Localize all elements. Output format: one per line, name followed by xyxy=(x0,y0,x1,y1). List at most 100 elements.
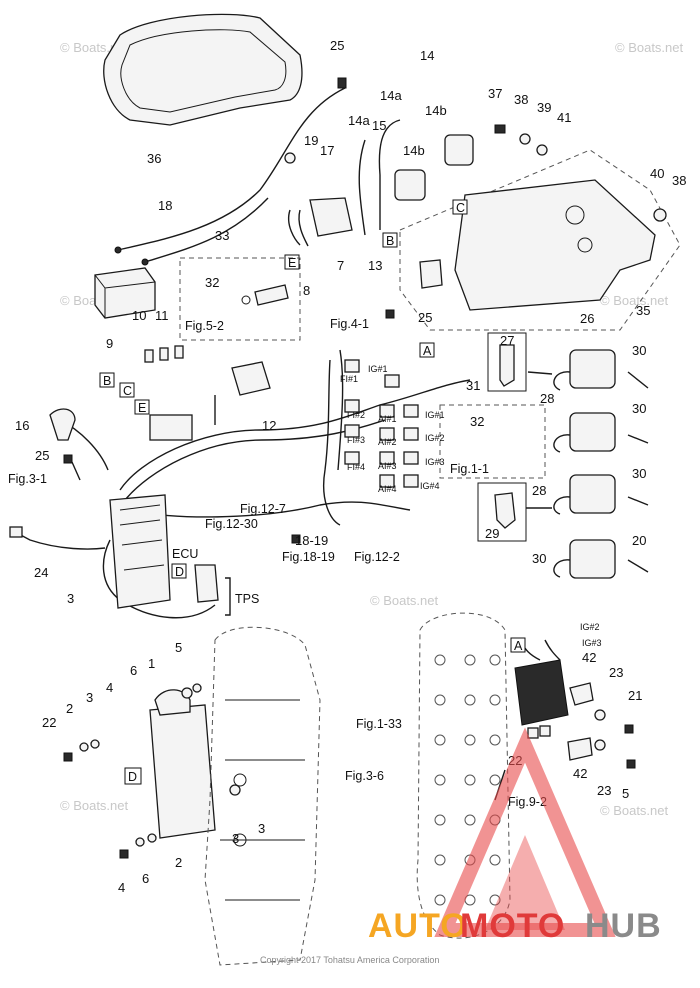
callout: 10 xyxy=(132,308,146,323)
callout: 25 xyxy=(35,448,49,463)
callout: 28 xyxy=(532,483,546,498)
callout: 32 xyxy=(470,414,484,429)
watermark-text: © Boats.net xyxy=(615,40,684,55)
watermark-text: © Boats.net xyxy=(60,798,129,813)
callout: 13 xyxy=(368,258,382,273)
fig-ref: Fig.12-2 xyxy=(354,550,400,564)
svg-text:FI#1: FI#1 xyxy=(340,374,358,384)
svg-text:IG#3: IG#3 xyxy=(582,638,602,648)
svg-text:AI#3: AI#3 xyxy=(378,461,397,471)
callout: 23 xyxy=(609,665,623,680)
callout: 7 xyxy=(337,258,344,273)
bracket-part-35 xyxy=(399,149,681,331)
cylinder-block-fig-3-6 xyxy=(204,626,321,966)
svg-text:AI#4: AI#4 xyxy=(378,484,397,494)
bolt-hardware xyxy=(63,77,667,859)
callout: 4 xyxy=(106,680,113,695)
callout: 16 xyxy=(15,418,29,433)
fig-ref: Fig.3-1 xyxy=(8,472,47,486)
callout: 42 xyxy=(573,766,587,781)
svg-text:IG#2: IG#2 xyxy=(425,433,445,443)
callout: 18-19 xyxy=(295,533,328,548)
callout: 17 xyxy=(320,143,334,158)
copyright-text: Copyright 2017 Tohatsu America Corporati… xyxy=(260,955,439,965)
fig-ref: Fig.18-19 xyxy=(282,550,335,564)
callout: 1 xyxy=(148,656,155,671)
svg-text:IG#1: IG#1 xyxy=(425,410,445,420)
svg-text:IG#4: IG#4 xyxy=(420,481,440,491)
box-letter: C xyxy=(456,201,465,215)
callout: 30 xyxy=(632,343,646,358)
box-letter: A xyxy=(423,344,432,358)
watermark-text: © Boats.net xyxy=(600,803,669,818)
clip-part-16 xyxy=(49,408,81,481)
callout: 3 xyxy=(86,690,93,705)
callout: 35 xyxy=(636,303,650,318)
callout: 27 xyxy=(500,333,514,348)
fig-ref: Fig.9-2 xyxy=(508,795,547,809)
fig-ref: Fig.3-6 xyxy=(345,769,384,783)
svg-text:AI#1: AI#1 xyxy=(378,414,397,424)
box-letter: D xyxy=(128,770,137,784)
plug-cap-29 xyxy=(477,482,552,542)
svg-text:AI#2: AI#2 xyxy=(378,437,397,447)
sensor-group-32 xyxy=(179,257,301,341)
callout: 19 xyxy=(304,133,318,148)
svg-text:IG#1: IG#1 xyxy=(368,364,388,374)
callout: 21 xyxy=(628,688,642,703)
callout: 28 xyxy=(540,391,554,406)
callout: 39 xyxy=(537,100,551,115)
fuse-part-11 xyxy=(144,345,193,441)
callout: 36 xyxy=(147,151,161,166)
svg-text:IG#2: IG#2 xyxy=(580,622,600,632)
callout: 14b xyxy=(403,143,425,158)
callout: 11 xyxy=(155,308,169,323)
svg-text:FI#4: FI#4 xyxy=(347,462,365,472)
relay-part-12 xyxy=(231,361,271,396)
callout: 30 xyxy=(532,551,546,566)
svg-text:ECU: ECU xyxy=(172,547,198,561)
box-letter: B xyxy=(386,234,394,248)
callout: 37 xyxy=(488,86,502,101)
callout: 3 xyxy=(232,831,239,846)
fig-ref: Fig.5-2 xyxy=(185,319,224,333)
callout: 14a xyxy=(380,88,402,103)
plug-cap-27 xyxy=(487,332,553,392)
fig-ref: Fig.1-33 xyxy=(356,717,402,731)
callout: 29 xyxy=(485,526,499,541)
fig-ref: Fig.12-30 xyxy=(205,517,258,531)
cable-part-20 xyxy=(9,526,106,550)
svg-text:FI#2: FI#2 xyxy=(347,410,365,420)
callout: 30 xyxy=(632,401,646,416)
figure-references: Fig.5-2 Fig.3-1 Fig.12-7 Fig.12-30 Fig.1… xyxy=(8,319,547,809)
callout: 31 xyxy=(466,378,480,393)
box-letter: A xyxy=(514,639,523,653)
box-letter: E xyxy=(138,401,146,415)
brand-hub: HUB xyxy=(585,907,662,945)
callout: 3 xyxy=(258,821,265,836)
callout: 5 xyxy=(175,640,182,655)
ignition-coils xyxy=(553,349,649,579)
callout: 32 xyxy=(205,275,219,290)
ecu-part-24 xyxy=(109,494,231,616)
svg-text:FI#3: FI#3 xyxy=(347,435,365,445)
box-letter: E xyxy=(288,256,296,270)
callout: 40 xyxy=(650,166,664,181)
callout: 25 xyxy=(330,38,344,53)
callout: 12 xyxy=(262,418,276,433)
svg-text:IG#3: IG#3 xyxy=(425,457,445,467)
ecu-mount-part-1 xyxy=(124,689,216,839)
part-callouts: 25 14 14a 14a 14b 15 37 38 39 41 17 19 3… xyxy=(15,38,686,895)
connector-labels: FI#1 FI#2 FI#3 FI#4 AI#1 AI#2 AI#3 AI#4 … xyxy=(172,364,602,648)
callout: 3 xyxy=(67,591,74,606)
callout: 25 xyxy=(418,310,432,325)
watermark-text: © Boats.net xyxy=(370,593,439,608)
callout: 24 xyxy=(34,565,48,580)
callout: 8 xyxy=(303,283,310,298)
regulator-part-21 xyxy=(494,639,594,801)
automotohub-logo: AUTO MOTO HUB xyxy=(368,727,662,945)
callout: 22 xyxy=(42,715,56,730)
brand-auto: AUTO xyxy=(368,907,468,945)
callout: 41 xyxy=(557,110,571,125)
fi-ai-connectors xyxy=(344,359,419,488)
